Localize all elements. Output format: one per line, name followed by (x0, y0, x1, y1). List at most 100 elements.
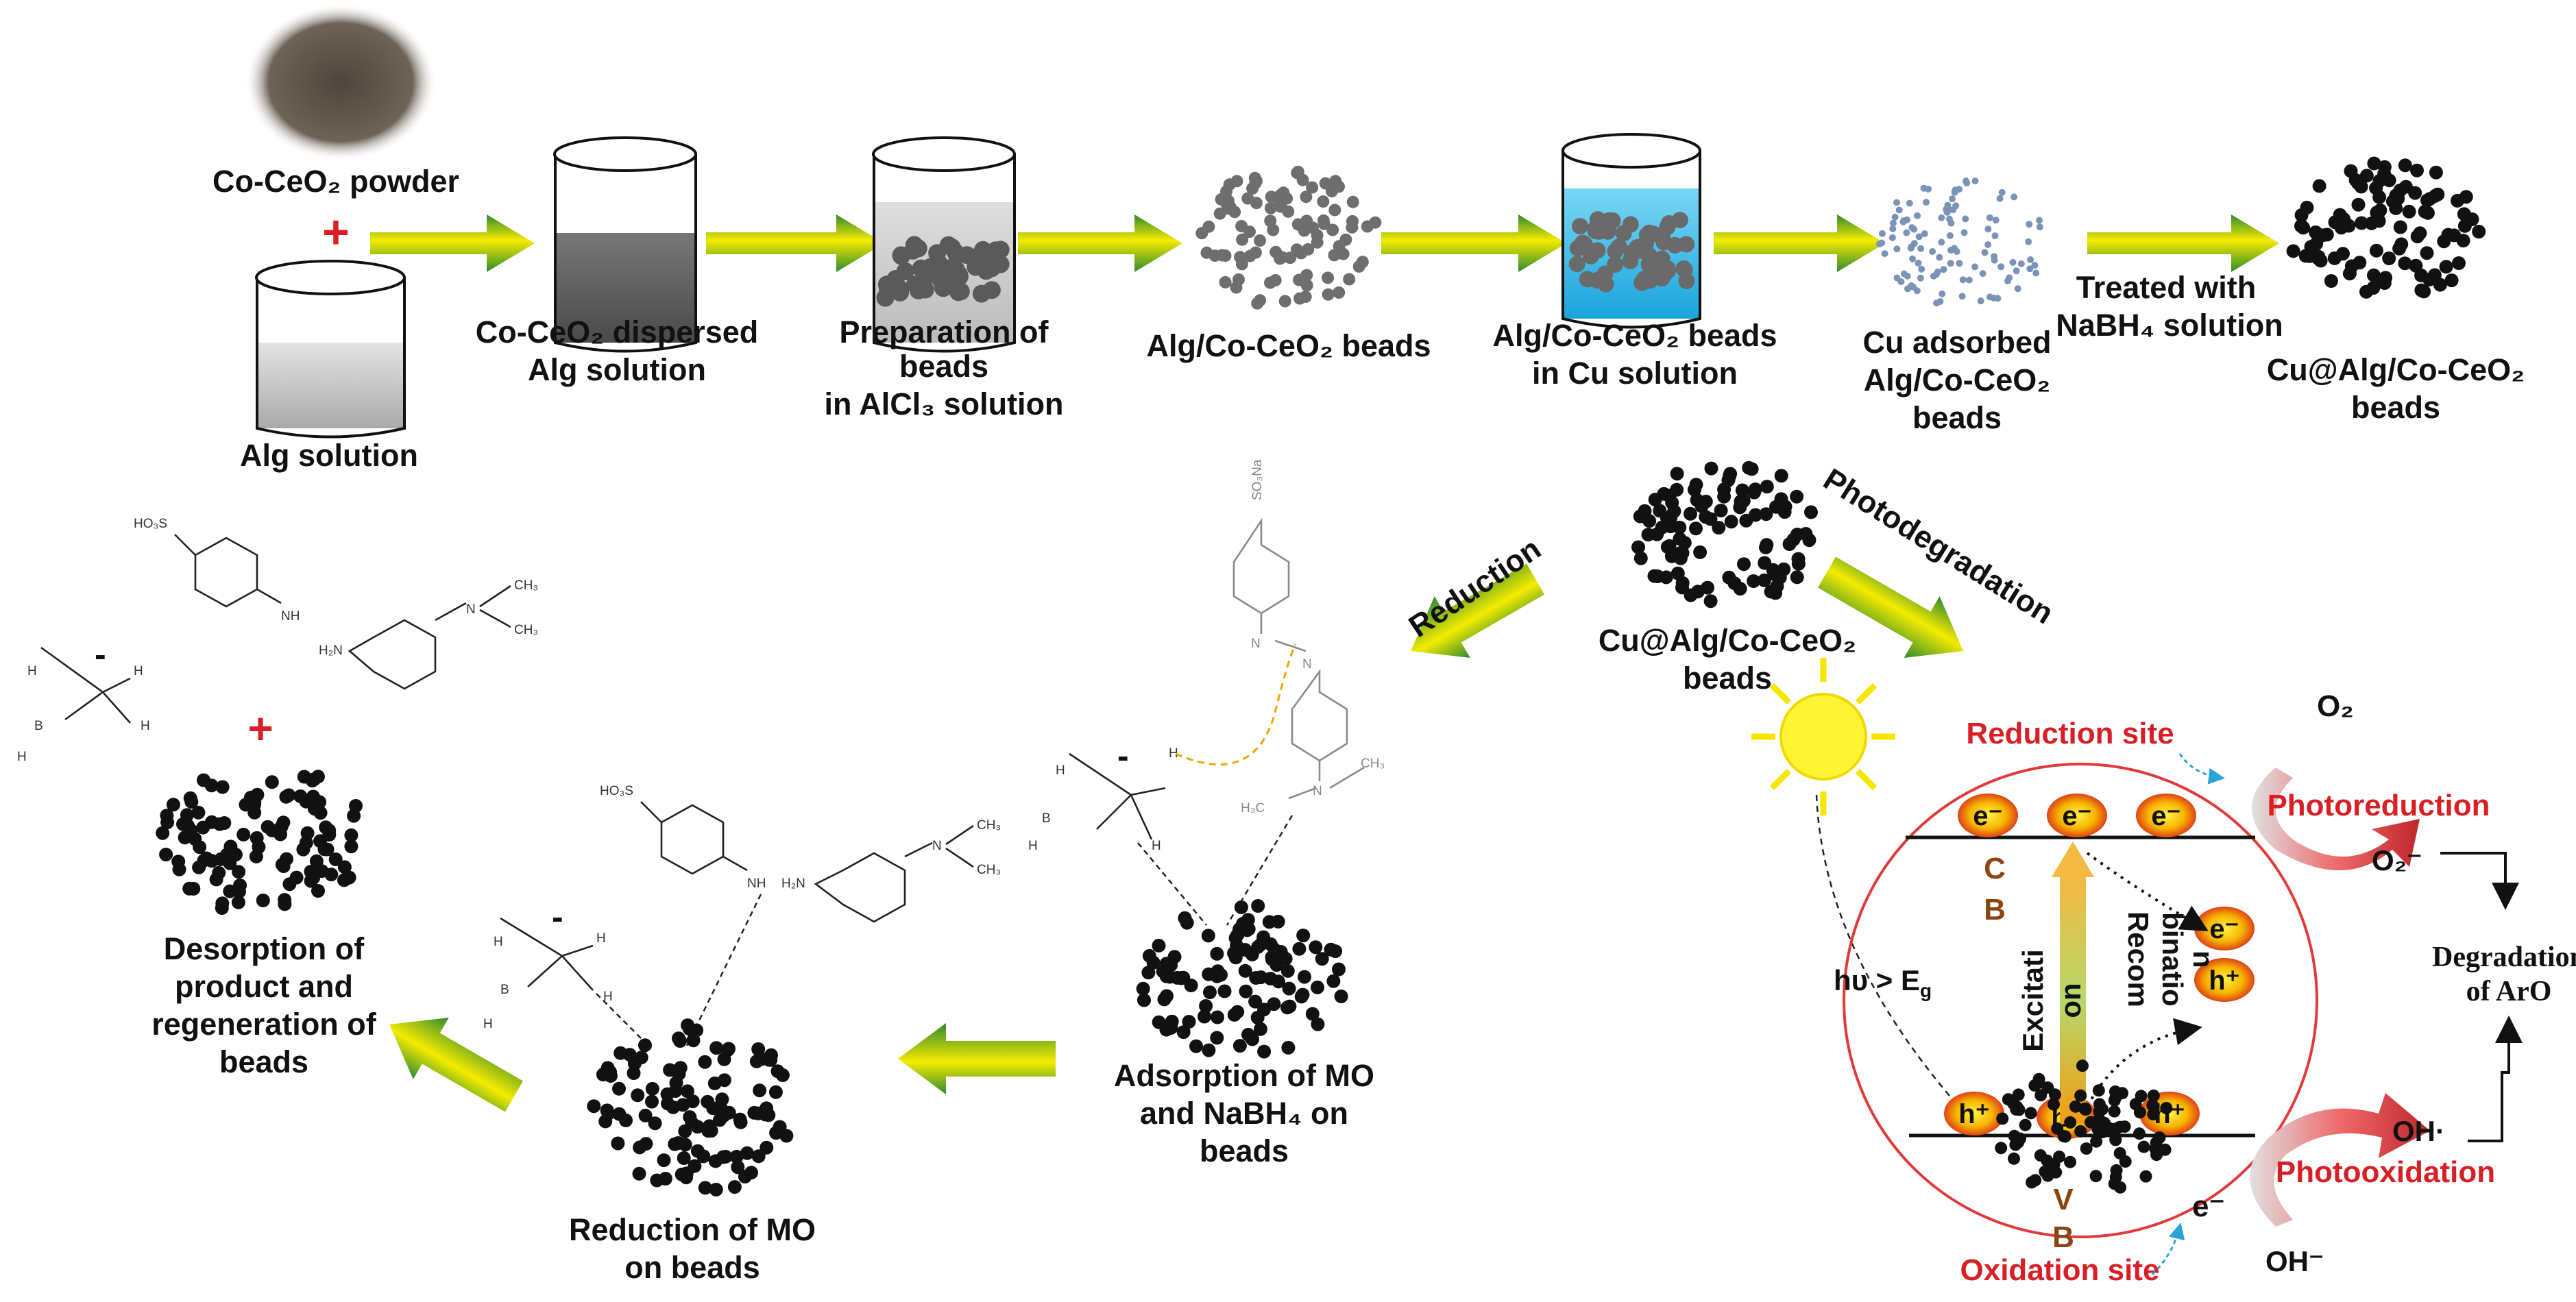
treated-label-2: NaBH₄ solution (2056, 308, 2283, 343)
bead-dot (249, 849, 263, 863)
bead-dot (1322, 288, 1335, 301)
bead-dot (231, 895, 245, 909)
bead-dot (1631, 540, 1645, 554)
svg-text:H: H (27, 664, 37, 678)
bead-dot (1269, 273, 1282, 286)
bead-dot (2339, 217, 2353, 232)
bead-dot (1735, 483, 1749, 498)
bead-dot (1343, 273, 1356, 286)
hv-label: hυ > Eg (1834, 964, 1932, 1001)
bead-dot (1219, 275, 1232, 288)
bead-dot (2382, 173, 2396, 188)
bead-dot (1265, 191, 1278, 204)
beaker-cu-solution (1562, 133, 1701, 329)
bead-dot (1934, 268, 1941, 275)
bead-dot (1152, 938, 1166, 953)
bead-dot (977, 248, 996, 267)
photoreduction-arrow (2252, 767, 2420, 870)
treated-label-1: Treated with (2076, 270, 2257, 305)
svg-text:H: H (603, 990, 613, 1004)
light-path (1815, 794, 1975, 1125)
bead-dot (627, 1066, 641, 1080)
bead-dot (1292, 942, 1307, 956)
bead-dot (1265, 950, 1279, 964)
bead-dot (349, 799, 363, 813)
bead-dot (731, 1160, 745, 1175)
bead-dot (2074, 1125, 2087, 1138)
bead-dot (1298, 970, 1311, 984)
bead-dot (2017, 260, 2025, 267)
bead-dot (1748, 482, 1762, 497)
bead-dot (1878, 230, 1886, 237)
bead-dot (1631, 242, 1649, 259)
bead-dot (744, 1166, 758, 1180)
bead-dot (1579, 271, 1596, 288)
bead-dot (1282, 981, 1296, 996)
cycle-arrow (898, 1023, 1056, 1094)
bead-dot (2026, 1176, 2039, 1189)
bead-dot (1235, 258, 1248, 271)
bead-dot (2372, 214, 2386, 228)
bead-dot (1804, 505, 1818, 519)
catalyst-label-2: beads (1683, 661, 1772, 696)
svg-text:HO₃S: HO₃S (134, 517, 167, 531)
bead-dot (1965, 276, 1973, 284)
bead-dot (209, 872, 223, 887)
svg-text:H: H (1169, 746, 1178, 761)
bead-dot (912, 259, 930, 278)
bead-dot (204, 815, 219, 829)
borohydride-top-left: H H B H H - (17, 635, 150, 764)
bead-dot (1760, 538, 1774, 552)
bead-dot (2133, 1127, 2146, 1140)
bead-dot (2089, 1170, 2102, 1183)
bead-dot (1986, 214, 1993, 221)
bead-dot (2472, 225, 2486, 238)
bead-dot (2413, 226, 2427, 241)
bead-dot (603, 1069, 618, 1083)
bead-dot (2092, 1084, 2105, 1097)
bead-dot (1979, 270, 1986, 278)
bead-dot (2137, 1140, 2150, 1153)
oh-radical-label: OH· (2392, 1115, 2445, 1147)
reduction-mo-label-1: Reduction of MO (569, 1212, 816, 1247)
bead-dot (1280, 963, 1295, 978)
bead-dot (1996, 195, 2004, 202)
bead-dot (311, 884, 325, 898)
bead-dot (1990, 294, 1997, 302)
bead-dot (1684, 506, 1697, 521)
bead-dot (1956, 260, 1963, 267)
bead-dot (1670, 467, 1684, 481)
desorption-label-3: regeneration of (151, 1007, 377, 1042)
mo-structure-right-gray: SO₃Na N N N H₃C CH₃ (1226, 459, 1385, 926)
sun-icon (1751, 658, 1895, 815)
bead-dot (1214, 968, 1228, 982)
bead-dot (1895, 206, 1903, 214)
bead-dot (775, 1068, 790, 1082)
excitation-label-2: on (2054, 983, 2087, 1018)
bead-dot (2113, 1147, 2126, 1159)
bead-dot (648, 1116, 662, 1131)
bead-dot (2014, 1132, 2026, 1145)
bead-dot (1671, 212, 1688, 229)
bead-dot (2109, 1133, 2122, 1146)
oxidation-site-label: Oxidation site (1960, 1253, 2160, 1287)
bead-dot (676, 1098, 690, 1112)
bead-dot (197, 773, 210, 787)
bead-dot (1257, 1003, 1271, 1017)
bead-dot (703, 1119, 716, 1133)
bead-dot (717, 1073, 731, 1088)
svg-text:CH₃: CH₃ (514, 578, 538, 593)
bead-dot (668, 1084, 683, 1098)
bead-dot (977, 262, 995, 280)
bead-dot (661, 1096, 675, 1111)
bead-dot (1992, 217, 2000, 224)
bead-dot (1291, 165, 1304, 178)
bead-dot (1201, 929, 1215, 943)
bead-dot (1337, 247, 1350, 260)
adsorption-label-2: and NaBH₄ on (1140, 1096, 1348, 1131)
svg-text:-: - (552, 898, 563, 936)
bead-dot (2147, 1108, 2160, 1121)
bead-dot (1257, 1044, 1272, 1059)
bead-dot (1904, 272, 1911, 280)
